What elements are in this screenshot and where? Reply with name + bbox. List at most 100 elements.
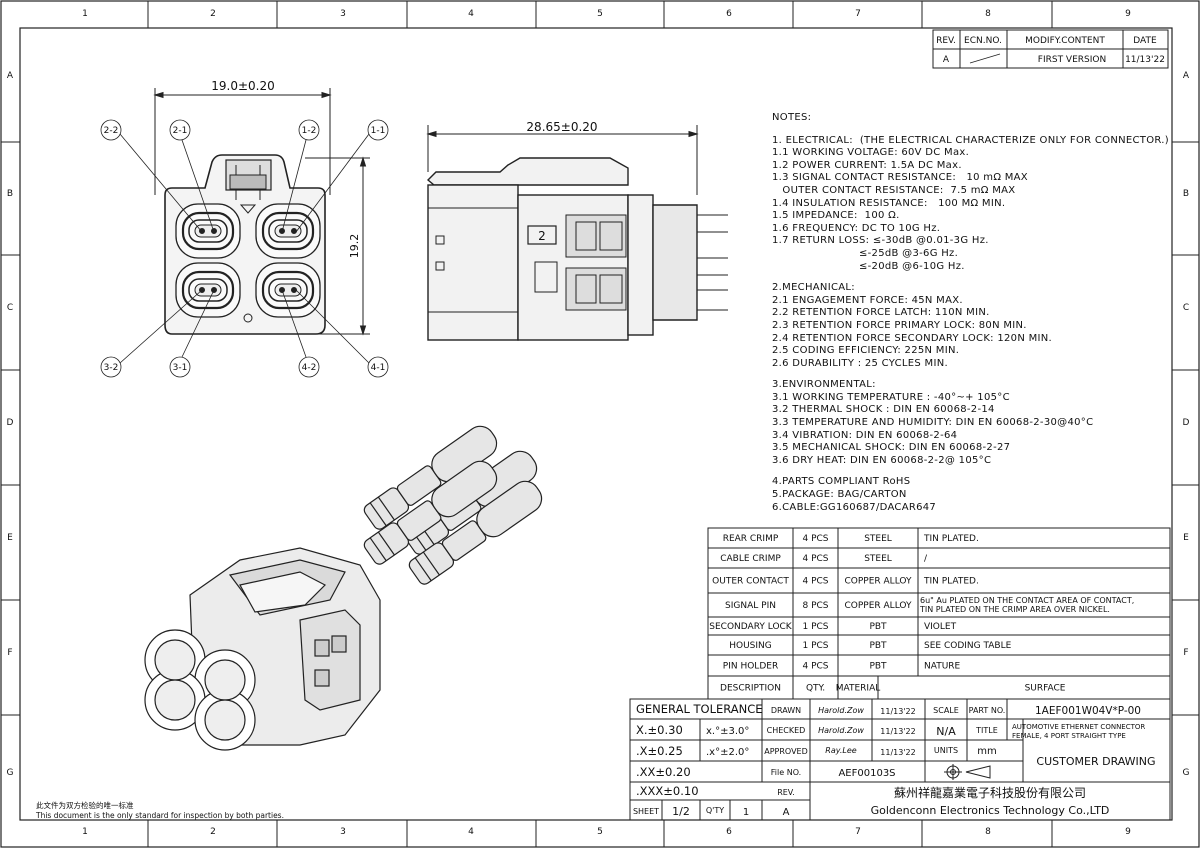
- bom-surface: 6u" Au PLATED ON THE CONTACT AREA OF CON…: [920, 596, 1134, 605]
- notes-spacer: [772, 467, 1182, 476]
- zone-row-right-D: D: [1183, 418, 1190, 428]
- checked-by: Harold.Zow: [818, 726, 864, 735]
- side-view: 28.65±0.20 2: [426, 120, 728, 341]
- rev-header-rev: REV.: [936, 36, 956, 46]
- scale-value: N/A: [936, 725, 956, 738]
- notes-spacer: [772, 370, 1182, 379]
- bom-qty: 1 PCS: [802, 622, 828, 632]
- revision-table: [932, 29, 1169, 69]
- port-number-label: 2: [538, 229, 546, 243]
- length-dimension: 28.65±0.20: [526, 120, 597, 134]
- scale-label: SCALE: [933, 706, 959, 715]
- bom-header-description: DESCRIPTION: [720, 684, 781, 694]
- tolerance-x1: .X±0.25: [636, 744, 683, 758]
- pin-label-1-1: 1-1: [371, 126, 386, 136]
- tolerance-x3: .XXX±0.10: [636, 784, 699, 798]
- zone-col-bottom-7: 7: [855, 827, 861, 837]
- bom-material: COPPER ALLOY: [845, 577, 912, 587]
- title-line-2: FEMALE, 4 PORT STRAIGHT TYPE: [1012, 732, 1126, 740]
- qty-label: Q'TY: [706, 806, 724, 815]
- bom-header-qty: QTY.: [806, 684, 825, 694]
- units-value: mm: [977, 746, 996, 757]
- part-no-value: 1AEF001W04V*P-00: [1035, 705, 1141, 717]
- approved-by: Ray.Lee: [825, 746, 856, 755]
- notes-line: 2.5 CODING EFFICIENCY: 225N MIN.: [772, 345, 960, 357]
- front-view: 19.0±0.20 19.2 2-2 2-1 1-2 1-1 3-2 3-: [100, 79, 389, 378]
- bom-surface: SEE CODING TABLE: [924, 641, 1012, 651]
- drawn-date: 11/13'22: [880, 707, 915, 716]
- notes-line: 3.1 WORKING TEMPERATURE : -40°~+ 105°C: [772, 391, 1010, 403]
- notes-line: 3.ENVIRONMENTAL:: [772, 379, 876, 391]
- zone-col-top-9: 9: [1125, 9, 1131, 19]
- zone-col-top-8: 8: [985, 9, 991, 19]
- rev-value: A: [783, 807, 790, 818]
- pin-label-1-2: 1-2: [302, 126, 317, 136]
- drawn-label: DRAWN: [771, 706, 801, 715]
- approved-label: APPROVED: [764, 747, 808, 756]
- zone-row-left-D: D: [7, 418, 14, 428]
- zone-col-bottom-2: 2: [210, 827, 216, 837]
- bom-description: SECONDARY LOCK: [709, 622, 793, 632]
- bom-qty: 4 PCS: [802, 534, 828, 544]
- bom-surface: TIN PLATED.: [923, 534, 979, 544]
- bom-header-surface: SURFACE: [1025, 684, 1066, 694]
- title-label: TITLE: [975, 726, 998, 735]
- sheet-label: SHEET: [633, 807, 659, 816]
- notes-line: ≤-20dB @6-10G Hz.: [772, 260, 965, 272]
- notes-line: 5.PACKAGE: BAG/CARTON: [772, 489, 907, 501]
- sheet-value: 1/2: [672, 805, 690, 818]
- zone-col-bottom-3: 3: [340, 827, 346, 837]
- file-no-label: File NO.: [771, 768, 801, 777]
- bom-material: PBT: [869, 641, 887, 651]
- height-dimension: 19.2: [348, 234, 361, 259]
- zone-col-bottom-6: 6: [726, 827, 732, 837]
- zone-row-right-F: F: [1183, 648, 1188, 658]
- rev-header-date: DATE: [1133, 36, 1157, 46]
- notes-line: 3.2 THERMAL SHOCK : DIN EN 60068-2-14: [772, 404, 995, 416]
- notes-spacer: [772, 273, 1182, 282]
- zone-col-top-2: 2: [210, 9, 216, 19]
- zone-row-right-E: E: [1183, 533, 1189, 543]
- bom-surface: VIOLET: [924, 622, 957, 632]
- bom-surface: /: [924, 554, 928, 564]
- zone-col-top-7: 7: [855, 9, 861, 19]
- bom-qty: 1 PCS: [802, 641, 828, 651]
- notes-line: 2.4 RETENTION FORCE SECONDARY LOCK: 120N…: [772, 332, 1053, 344]
- zone-row-left-C: C: [7, 303, 13, 313]
- zone-row-left-F: F: [7, 648, 12, 658]
- pin-label-4-1: 4-1: [371, 363, 386, 373]
- notes-line: 1.3 SIGNAL CONTACT RESISTANCE: 10 mΩ MAX: [772, 172, 1028, 184]
- company-name-cn: 蘇州祥龍嘉業電子科技股份有限公司: [894, 785, 1086, 800]
- bom-surface: TIN PLATED.: [923, 577, 979, 587]
- customer-drawing-label: CUSTOMER DRAWING: [1036, 755, 1155, 768]
- zone-row-right-G: G: [1183, 768, 1190, 778]
- drawn-by: Harold.Zow: [818, 706, 864, 715]
- company-name-en: Goldenconn Electronics Technology Co.,LT…: [871, 804, 1110, 817]
- notes-line: 4.PARTS COMPLIANT RoHS: [772, 476, 911, 488]
- tolerance-angle-x1: .x°±2.0°: [706, 747, 749, 758]
- tolerance-x: X.±0.30: [636, 723, 683, 737]
- notes-line: 2.3 RETENTION FORCE PRIMARY LOCK: 80N MI…: [772, 319, 1027, 331]
- bom-material: PBT: [869, 622, 887, 632]
- zone-col-bottom-8: 8: [985, 827, 991, 837]
- notes-line: 3.5 MECHANICAL SHOCK: DIN EN 60068-2-27: [772, 442, 1011, 454]
- checked-label: CHECKED: [767, 726, 806, 735]
- bom-description: OUTER CONTACT: [712, 577, 789, 587]
- notes-line: 3.6 DRY HEAT: DIN EN 60068-2-2@ 105°C: [772, 454, 992, 466]
- zone-col-top-6: 6: [726, 9, 732, 19]
- footer-note-cn: 此文件为双方检验的唯一标准: [36, 800, 134, 810]
- notes-line: 1.4 INSULATION RESISTANCE: 100 MΩ MIN.: [772, 197, 1006, 209]
- rev-row-date: 11/13'22: [1125, 55, 1165, 65]
- notes-line: 2.MECHANICAL:: [772, 282, 855, 294]
- isometric-view: [144, 425, 543, 751]
- pin-label-3-1: 3-1: [173, 363, 188, 373]
- notes-line: 3.3 TEMPERATURE AND HUMIDITY: DIN EN 600…: [772, 417, 1094, 429]
- zone-row-left-B: B: [7, 189, 13, 199]
- zone-col-top-1: 1: [82, 9, 88, 19]
- bom-description: CABLE CRIMP: [720, 554, 781, 564]
- pin-label-2-2: 2-2: [104, 126, 119, 136]
- zone-col-top-4: 4: [468, 9, 474, 19]
- footer-note-en: This document is the only standard for i…: [35, 811, 284, 820]
- tolerance-x2: .XX±0.20: [636, 765, 691, 779]
